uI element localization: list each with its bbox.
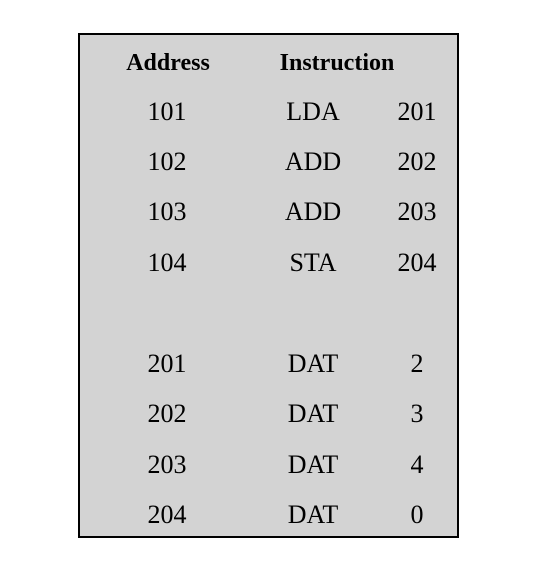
row-address: 202 (147, 399, 187, 428)
row-operand: 203 (397, 197, 437, 226)
row-opcode: DAT (287, 349, 339, 378)
row-address: 102 (147, 147, 187, 176)
row-address: 104 (147, 248, 187, 277)
row-address: 101 (147, 97, 187, 126)
header-instruction: Instruction (279, 50, 395, 76)
row-address: 204 (147, 500, 187, 529)
row-operand: 0 (410, 500, 424, 529)
row-operand: 201 (397, 97, 437, 126)
row-operand: 204 (397, 248, 437, 277)
header-address: Address (126, 50, 210, 76)
row-operand: 4 (410, 450, 424, 479)
row-opcode: ADD (284, 147, 342, 176)
row-operand: 202 (397, 147, 437, 176)
row-opcode: STA (289, 248, 337, 277)
row-opcode: DAT (287, 399, 339, 428)
row-opcode: DAT (287, 500, 339, 529)
row-opcode: LDA (286, 97, 340, 126)
row-address: 103 (147, 197, 187, 226)
instruction-table: Address Instruction 101 LDA 201 102 ADD … (78, 33, 459, 538)
row-address: 201 (147, 349, 187, 378)
row-opcode: ADD (284, 197, 342, 226)
row-operand: 3 (410, 399, 424, 428)
row-opcode: DAT (287, 450, 339, 479)
row-operand: 2 (410, 349, 424, 378)
row-address: 203 (147, 450, 187, 479)
